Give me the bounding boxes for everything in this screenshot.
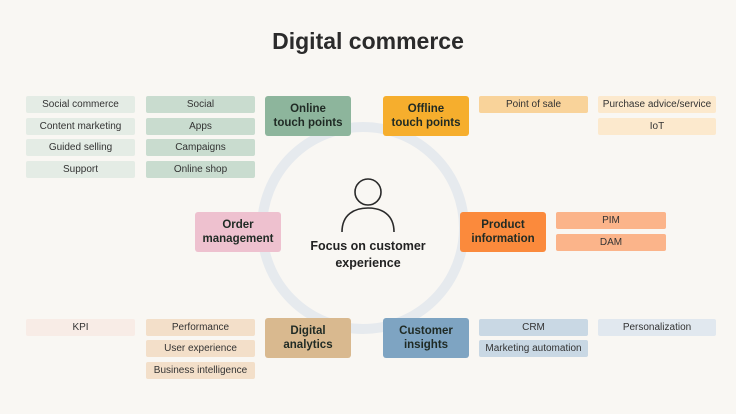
tag-social: Social xyxy=(146,96,255,113)
tag-pim: PIM xyxy=(556,212,666,229)
tag-crm: CRM xyxy=(479,319,588,336)
tag-social-commerce: Social commerce xyxy=(26,96,135,113)
center-label: Focus on customer experience xyxy=(310,239,426,270)
tag-point-of-sale: Point of sale xyxy=(479,96,588,113)
tag-dam: DAM xyxy=(556,234,666,251)
tag-apps: Apps xyxy=(146,118,255,135)
tag-business-intelligence: Business intelligence xyxy=(146,362,255,379)
hub-product-information: Product information xyxy=(460,212,546,252)
tag-guided-selling: Guided selling xyxy=(26,139,135,156)
tag-campaigns: Campaigns xyxy=(146,139,255,156)
tag-support: Support xyxy=(26,161,135,178)
hub-customer-insights: Customer insights xyxy=(383,318,469,358)
tag-user-experience: User experience xyxy=(146,340,255,357)
tag-personalization: Personalization xyxy=(598,319,716,336)
tag-online-shop: Online shop xyxy=(146,161,255,178)
hub-online-touch-points: Online touch points xyxy=(265,96,351,136)
tag-kpi: KPI xyxy=(26,319,135,336)
hub-offline-touch-points: Offline touch points xyxy=(383,96,469,136)
tag-performance: Performance xyxy=(146,319,255,336)
tag-content-marketing: Content marketing xyxy=(26,118,135,135)
tag-iot: IoT xyxy=(598,118,716,135)
person-icon xyxy=(341,178,395,233)
tag-marketing-automation: Marketing automation xyxy=(479,340,588,357)
page-title: Digital commerce xyxy=(272,28,464,54)
hub-digital-analytics: Digital analytics xyxy=(265,318,351,358)
hub-order-management: Order management xyxy=(195,212,281,252)
tag-purchase-advice-service: Purchase advice/service xyxy=(598,96,716,113)
